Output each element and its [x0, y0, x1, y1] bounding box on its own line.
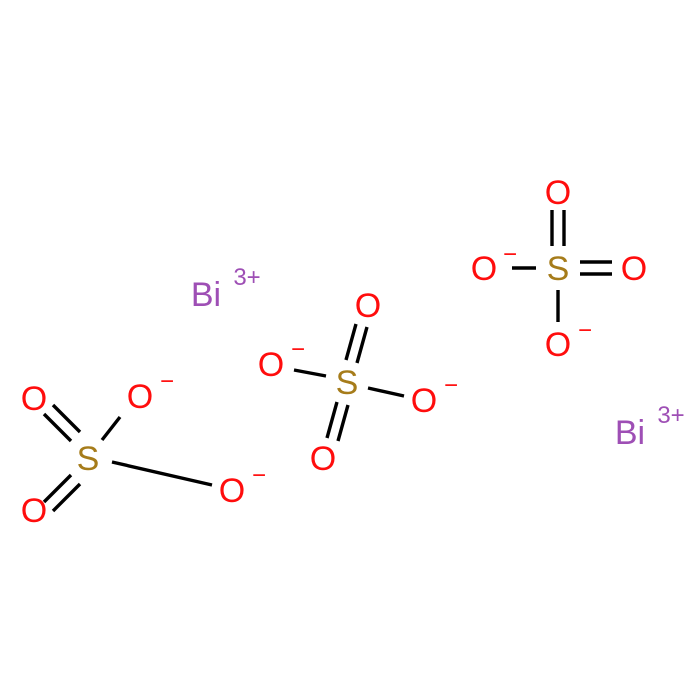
negative-charge: − [160, 368, 174, 395]
bismuth-atom: Bi [615, 414, 645, 452]
sulfur-atom: S [547, 250, 570, 288]
sulfate-group-left: S O O O − O − [21, 368, 266, 530]
bond-s-o-single [367, 386, 405, 398]
bond-s-o-double [336, 404, 350, 442]
bismuth-atom: Bi [191, 276, 221, 314]
positive-charge: 3+ [657, 402, 684, 429]
bond-s-o-double [51, 482, 82, 513]
bond-s-o-double [325, 401, 339, 439]
sulfate-group-middle: S O O O − O − [258, 287, 458, 478]
oxygen-atom: O [545, 174, 571, 212]
oxygen-atom: O [258, 346, 284, 384]
oxygen-atom: O [355, 287, 381, 325]
negative-charge: − [444, 372, 458, 399]
negative-charge: − [503, 241, 517, 268]
bond-s-o-double [42, 412, 73, 443]
oxygen-atom: O [471, 250, 497, 288]
bond-s-o-double [51, 403, 82, 434]
oxygen-atom: O [21, 380, 47, 418]
bismuth-ion-1: Bi 3+ [191, 264, 261, 314]
oxygen-atom: O [310, 440, 336, 478]
bismuth-ion-2: Bi 3+ [615, 402, 685, 452]
bond-s-o-double [42, 473, 73, 504]
negative-charge: − [252, 462, 266, 489]
sulfur-atom: S [77, 440, 100, 478]
bond-s-o-single [111, 460, 213, 487]
sulfate-group-right: S O O O − O − [471, 174, 647, 364]
oxygen-atom: O [127, 378, 153, 416]
bond-s-o-double [344, 323, 358, 361]
negative-charge: − [578, 317, 592, 344]
oxygen-atom: O [411, 382, 437, 420]
bond-s-o-single [293, 368, 327, 378]
oxygen-atom: O [621, 250, 647, 288]
bond-s-o-double [355, 326, 369, 364]
positive-charge: 3+ [233, 264, 260, 291]
oxygen-atom: O [545, 326, 571, 364]
bond-s-o-single [100, 415, 122, 442]
sulfur-atom: S [336, 364, 359, 402]
negative-charge: − [291, 336, 305, 363]
oxygen-atom: O [21, 492, 47, 530]
oxygen-atom: O [219, 472, 245, 510]
